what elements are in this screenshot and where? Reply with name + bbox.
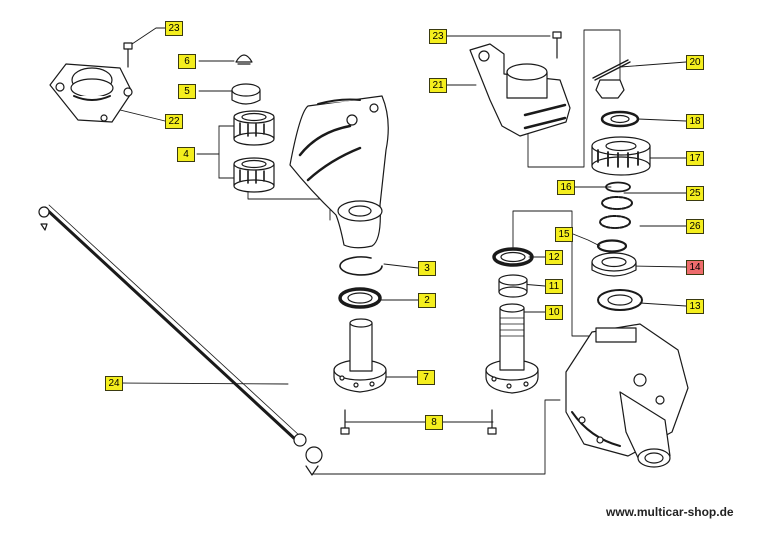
callout-c3[interactable]: 3 — [418, 261, 436, 276]
callout-c13[interactable]: 13 — [686, 299, 704, 314]
callout-c12[interactable]: 12 — [545, 250, 563, 265]
callout-c15[interactable]: 15 — [555, 227, 573, 242]
callout-c18[interactable]: 18 — [686, 114, 704, 129]
callout-c2[interactable]: 2 — [418, 293, 436, 308]
callout-c4[interactable]: 4 — [177, 147, 195, 162]
callout-c10[interactable]: 10 — [545, 305, 563, 320]
callout-c16[interactable]: 16 — [557, 180, 575, 195]
callout-c8[interactable]: 8 — [425, 415, 443, 430]
callout-c24[interactable]: 24 — [105, 376, 123, 391]
part-26-ring — [599, 215, 631, 229]
callout-c11[interactable]: 11 — [545, 279, 563, 294]
part-25-ring — [601, 196, 633, 210]
callout-c17[interactable]: 17 — [686, 151, 704, 166]
callout-c5[interactable]: 5 — [178, 84, 196, 99]
part-23-bolt-left — [123, 42, 133, 68]
callout-c21[interactable]: 21 — [429, 78, 447, 93]
callout-c22[interactable]: 22 — [165, 114, 183, 129]
steering-knuckle-left — [289, 95, 389, 249]
leader-lines — [111, 27, 687, 475]
website-url: www.multicar-shop.de — [606, 505, 734, 519]
callout-c25[interactable]: 25 — [686, 186, 704, 201]
part-17-bearing — [591, 136, 651, 176]
part-12-seal — [492, 247, 534, 267]
callout-c20[interactable]: 20 — [686, 55, 704, 70]
part-11-bushing — [498, 274, 528, 298]
part-6-grease-cap — [235, 54, 253, 65]
part-16-ring — [605, 181, 631, 193]
part-13-washer — [597, 289, 643, 311]
part-7-kingpin-left — [333, 318, 387, 393]
part-21-bracket — [469, 43, 571, 137]
part-3-circlip — [339, 256, 383, 276]
part-22-bearing-cap — [49, 63, 133, 123]
part-4-roller-bearings — [233, 110, 275, 193]
callout-c7[interactable]: 7 — [417, 370, 435, 385]
part-10-kingpin-right — [485, 303, 539, 394]
part-20-cotter-pin — [592, 59, 631, 99]
part-14-bearing-race — [591, 252, 637, 277]
part-2-seal — [338, 287, 382, 309]
callout-c6[interactable]: 6 — [178, 54, 196, 69]
part-15-ring — [596, 239, 628, 253]
part-23-bolt-right — [552, 31, 562, 59]
wheel-hub-stub-axle — [565, 323, 689, 468]
callout-c14[interactable]: 14 — [686, 260, 704, 275]
part-5-cover — [231, 83, 261, 105]
part-24-tie-rod — [38, 204, 323, 476]
callout-c23b[interactable]: 23 — [429, 29, 447, 44]
part-18-washer — [600, 110, 640, 128]
part-8-bolts — [340, 409, 497, 435]
callout-c23a[interactable]: 23 — [165, 21, 183, 36]
callout-c26[interactable]: 26 — [686, 219, 704, 234]
